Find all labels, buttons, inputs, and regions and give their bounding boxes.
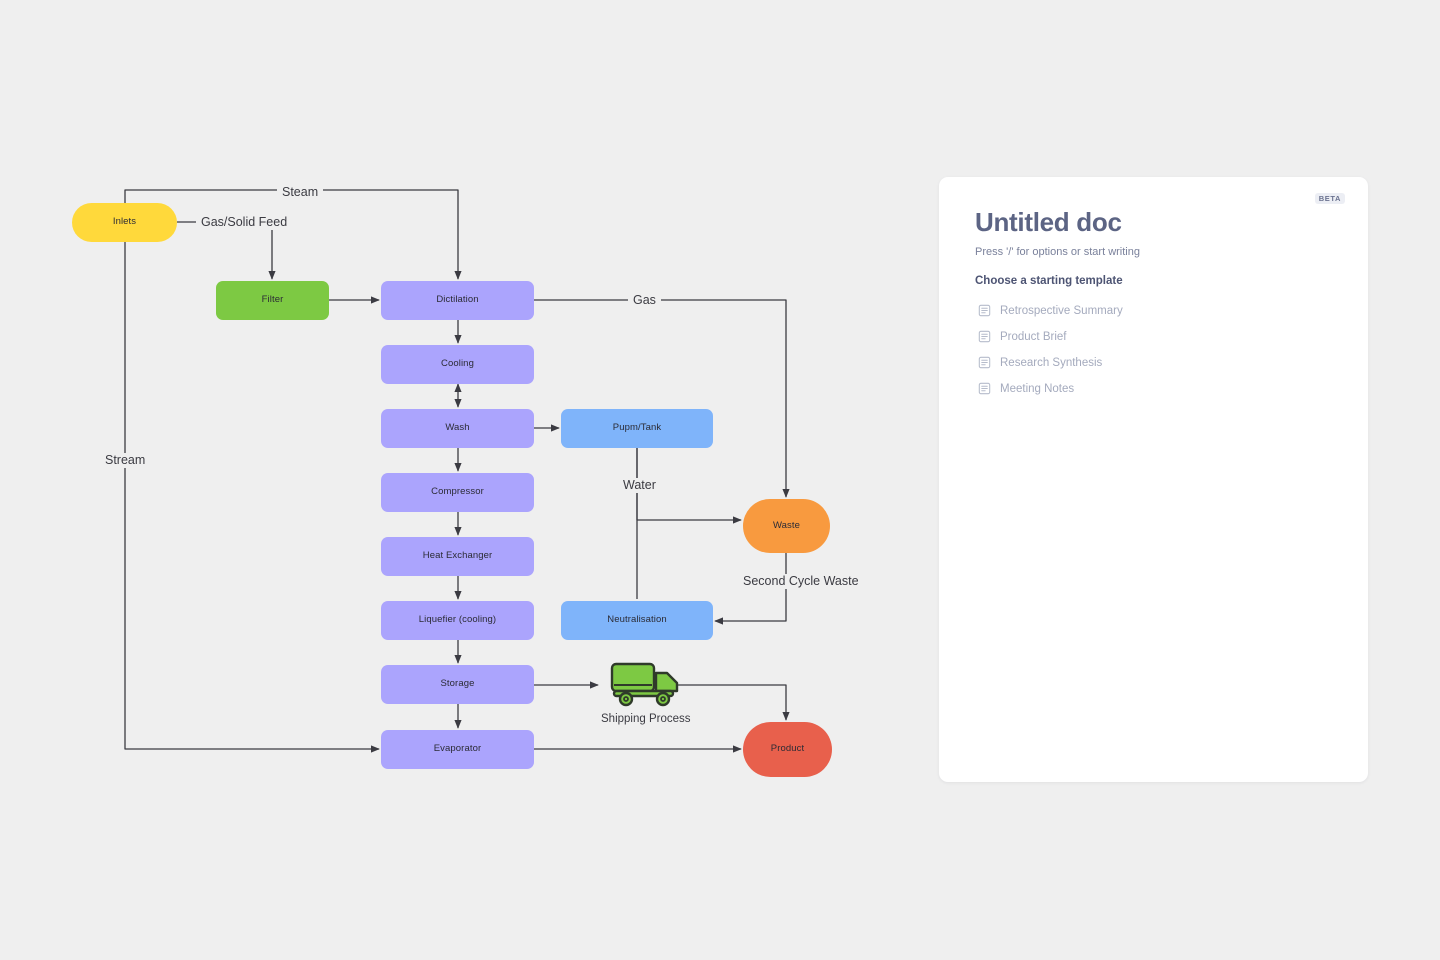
template-item-label: Meeting Notes: [1000, 382, 1075, 395]
node-inlets[interactable]: Inlets: [72, 203, 177, 242]
node-cooling[interactable]: Cooling: [381, 345, 534, 384]
edge-stream: [124, 242, 380, 753]
node-label: Pupm/Tank: [612, 422, 662, 434]
document-title[interactable]: Untitled doc: [975, 207, 1122, 237]
node-shipping-process[interactable]: Shipping Process: [601, 661, 691, 725]
document-icon: [978, 382, 991, 395]
edge-gas-solid-feed: [177, 221, 276, 280]
diagram-canvas[interactable]: Inlets Filter Dictilation Cooling Wash C…: [0, 0, 940, 960]
node-label: Filter: [261, 294, 284, 306]
template-item-product-brief[interactable]: Product Brief: [975, 324, 1340, 350]
node-label: Neutralisation: [607, 614, 667, 626]
node-distillation[interactable]: Dictilation: [381, 281, 534, 320]
template-item-label: Retrospective Summary: [1000, 304, 1123, 317]
shipping-process-caption: Shipping Process: [601, 713, 691, 725]
delivery-truck-icon: [610, 661, 681, 709]
document-icon: [978, 330, 991, 343]
templates-heading: Choose a starting template: [975, 274, 1123, 287]
document-hint: Press '/' for options or start writing: [975, 245, 1140, 258]
node-label: Heat Exchanger: [422, 550, 493, 562]
node-label: Waste: [772, 519, 801, 531]
template-item-retrospective-summary[interactable]: Retrospective Summary: [975, 298, 1340, 324]
document-icon: [978, 356, 991, 369]
node-label: Cooling: [441, 358, 474, 370]
node-label: Storage: [440, 678, 475, 690]
node-label: Evaporator: [433, 743, 482, 755]
node-pump-tank[interactable]: Pupm/Tank: [561, 409, 713, 448]
edge-shipping-product: [672, 684, 790, 721]
edge-label-second-cycle-waste: Second Cycle Waste: [738, 574, 864, 589]
node-evaporator[interactable]: Evaporator: [381, 730, 534, 769]
document-panel[interactable]: BETA Untitled doc Press '/' for options …: [939, 177, 1368, 782]
node-label: Product: [770, 743, 805, 755]
template-item-label: Product Brief: [1000, 330, 1067, 343]
node-label: Dictilation: [436, 294, 479, 306]
template-item-research-synthesis[interactable]: Research Synthesis: [975, 350, 1340, 376]
node-product[interactable]: Product: [743, 722, 832, 777]
node-heat-exchanger[interactable]: Heat Exchanger: [381, 537, 534, 576]
edge-gas: [534, 299, 790, 498]
node-storage[interactable]: Storage: [381, 665, 534, 704]
document-icon: [978, 304, 991, 317]
node-waste[interactable]: Waste: [743, 499, 830, 553]
node-filter[interactable]: Filter: [216, 281, 329, 320]
node-compressor[interactable]: Compressor: [381, 473, 534, 512]
edge-label-gas: Gas: [628, 293, 661, 308]
edge-label-gas-solid-feed: Gas/Solid Feed: [196, 215, 293, 230]
edge-label-water: Water: [618, 478, 661, 493]
node-wash[interactable]: Wash: [381, 409, 534, 448]
edges-layer: [124, 189, 790, 753]
edge-label-stream: Stream: [100, 453, 151, 468]
node-liquefier[interactable]: Liquefier (cooling): [381, 601, 534, 640]
node-label: Compressor: [431, 486, 484, 498]
node-neutralisation[interactable]: Neutralisation: [561, 601, 713, 640]
node-label: Liquefier (cooling): [418, 614, 497, 626]
node-label: Inlets: [112, 216, 137, 228]
node-label: Wash: [445, 422, 470, 434]
beta-badge: BETA: [1314, 193, 1345, 204]
template-item-label: Research Synthesis: [1000, 356, 1103, 369]
template-item-meeting-notes[interactable]: Meeting Notes: [975, 376, 1340, 402]
edge-steam: [124, 189, 462, 280]
edge-label-steam: Steam: [277, 185, 324, 200]
